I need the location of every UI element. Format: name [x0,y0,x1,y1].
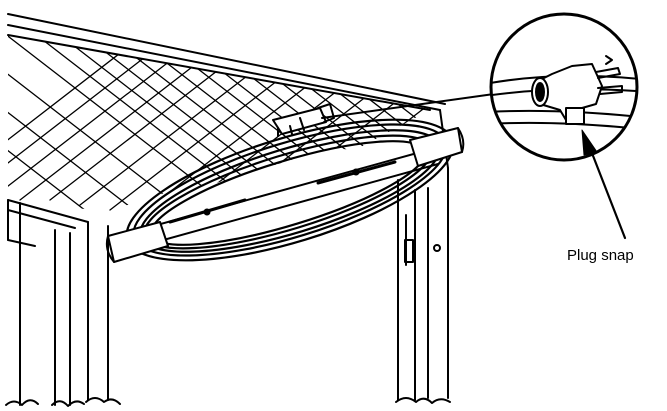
plug-on-coil [272,103,335,137]
arrow-icon [581,129,627,240]
right-posts [395,109,451,404]
zoom-leader-line [321,93,495,119]
hanger-bracket [105,127,465,263]
zoom-inset [489,12,639,162]
left-posts [5,199,121,407]
roof-edge [7,13,446,229]
plug-snap-label: Plug snap [567,247,634,264]
